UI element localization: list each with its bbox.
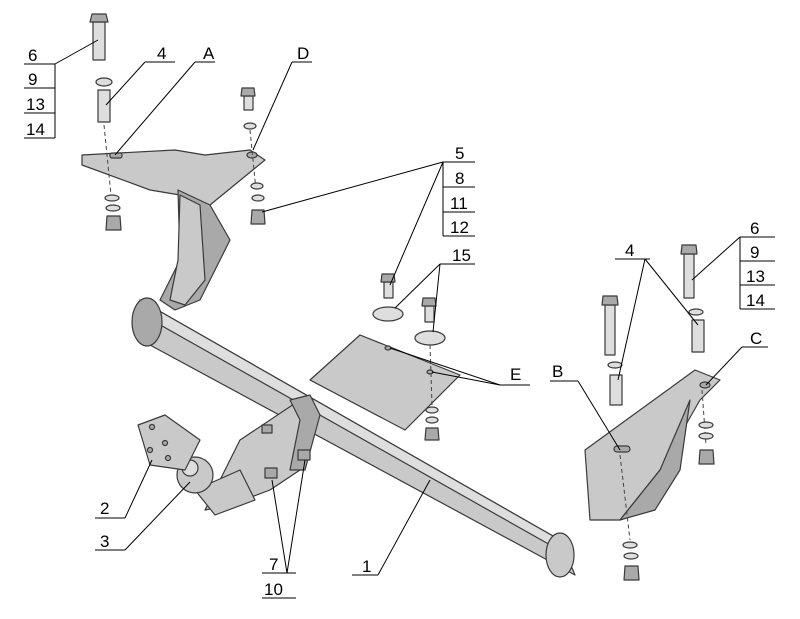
crossbar-tube xyxy=(131,297,576,578)
callout-10: 10 xyxy=(264,580,283,599)
callout-6-right: 6 xyxy=(750,219,759,238)
callout-D: D xyxy=(297,44,309,63)
callout-A: A xyxy=(203,44,215,63)
callout-8: 8 xyxy=(455,169,464,188)
callout-C: C xyxy=(750,329,762,348)
callout-labels: 6 9 13 14 4 A D 5 8 11 12 15 E 6 9 13 14… xyxy=(26,44,765,599)
right-inner-bolt-stack xyxy=(601,295,640,581)
callout-1: 1 xyxy=(362,557,371,576)
callout-4-left: 4 xyxy=(157,44,166,63)
left-short-bolt-stack xyxy=(240,87,266,225)
center-bolt-stack xyxy=(372,273,446,441)
right-outer-bolt-stack xyxy=(680,244,715,465)
callout-B: B xyxy=(552,362,563,381)
clamp-bolts xyxy=(261,424,311,479)
callout-9-right: 9 xyxy=(750,243,759,262)
callout-13-right: 13 xyxy=(746,267,765,286)
callout-leaders xyxy=(24,39,775,599)
center-mounting-plate xyxy=(309,334,461,431)
callout-3: 3 xyxy=(100,532,109,551)
left-mounting-bracket xyxy=(81,149,266,311)
callout-14-right: 14 xyxy=(746,291,765,310)
callout-7: 7 xyxy=(269,555,278,574)
callout-E: E xyxy=(510,365,521,384)
callout-12: 12 xyxy=(450,218,469,237)
callout-5: 5 xyxy=(455,144,464,163)
callout-4-right: 4 xyxy=(625,241,634,260)
right-mounting-bracket xyxy=(584,369,721,521)
callout-11: 11 xyxy=(450,194,468,213)
left-long-bolt-stack xyxy=(89,13,122,231)
callout-13-left: 13 xyxy=(26,95,45,114)
callout-15: 15 xyxy=(452,246,471,265)
socket-plate xyxy=(137,414,201,471)
callout-2: 2 xyxy=(100,499,109,518)
callout-14-left: 14 xyxy=(26,120,45,139)
callout-9-left: 9 xyxy=(28,70,37,89)
callout-6-left: 6 xyxy=(28,46,37,65)
